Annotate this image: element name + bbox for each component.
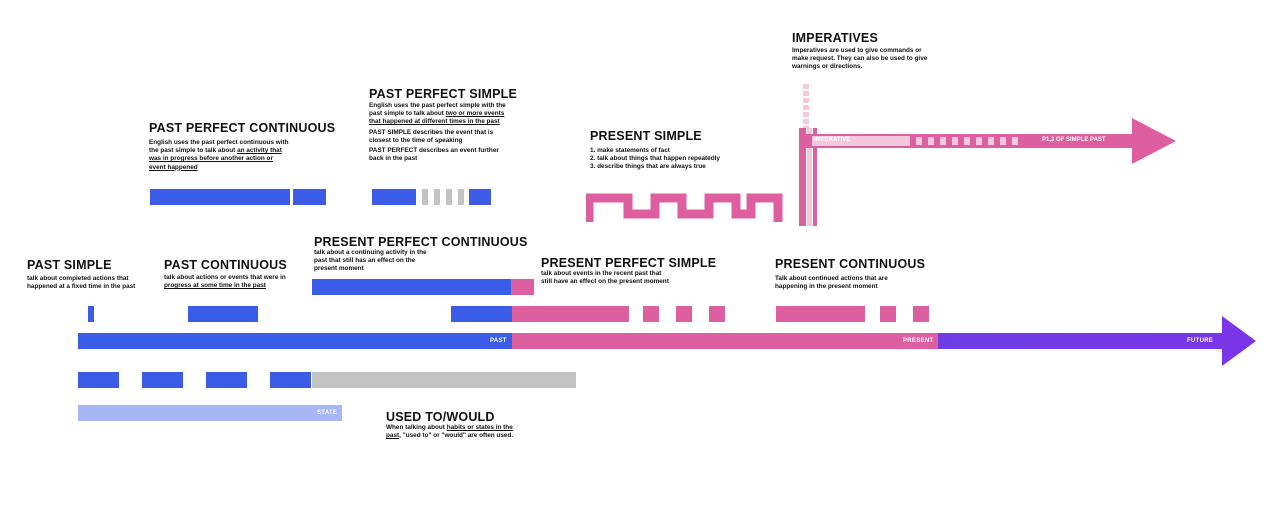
habit-bar-4 [270, 372, 311, 388]
pps-desc-line2: two or more events that happened at diff… [369, 110, 505, 126]
present-simple-wave [586, 193, 783, 222]
imperative-vertical-bar [799, 128, 806, 226]
present-perfect-continuous-title: PRESENT PERFECT CONTINUOUS [314, 235, 528, 249]
past-perfect-simple-title: PAST PERFECT SIMPLE [369, 87, 518, 101]
ppc-bar-short [293, 189, 326, 205]
past-continuous-bar [188, 306, 258, 322]
past-simple-bar [88, 306, 94, 322]
pps-gap-dash-1 [422, 189, 428, 205]
pps-desc-line4: PAST PERFECT describes an event further … [369, 147, 499, 163]
past-continuous-title: PAST CONTINUOUS [164, 258, 287, 272]
imperative-inner-line [813, 128, 817, 226]
present-simple-list: make statements of fact talk about thing… [590, 147, 750, 172]
past-perfect-simple-desc: English uses the past perfect simple wit… [369, 102, 507, 165]
present-simple-item: talk about things that happen repeatedly [590, 155, 750, 163]
prps-dash-2 [676, 306, 692, 322]
timeline-arrow-head [1222, 316, 1256, 366]
utw-desc-line3: , "used to" or "would" are often used. [399, 432, 514, 440]
imperative-label: IMPERATIVE [814, 137, 851, 143]
utw-desc-line1: When talking about [386, 424, 445, 431]
imperative-inner-riser [807, 128, 812, 226]
prps-dash-1 [643, 306, 659, 322]
past-perfect-continuous-desc: English uses the past perfect continuous… [149, 139, 289, 172]
present-simple-item: describe things that are always true [590, 163, 750, 171]
habit-gray-bar [312, 372, 576, 388]
past-simple-desc: talk about completed actions that happen… [27, 275, 136, 291]
present-perfect-simple-title: PRESENT PERFECT SIMPLE [541, 256, 717, 270]
used-to-would-desc: When talking about habits or states in t… [386, 424, 514, 440]
prpc-bar-past [312, 279, 511, 295]
imperative-dotted-segment [916, 137, 1020, 145]
past-simple-title: PAST SIMPLE [27, 258, 112, 272]
present-perfect-simple-desc: talk about events in the recent past tha… [541, 270, 669, 286]
pps-bar-left [372, 189, 416, 205]
present-axis-label: PRESENT [903, 338, 934, 344]
pps-gap-dash-4 [458, 189, 464, 205]
past-continuous-desc-line2: progress at some time in the past [164, 282, 266, 290]
prps-dash-3 [709, 306, 725, 322]
imperative-light-segment [812, 136, 910, 146]
pps-desc-line1: English uses the past perfect simple wit… [369, 102, 506, 118]
past-perfect-continuous-title: PAST PERFECT CONTINUOUS [149, 121, 336, 135]
pps-desc-line3: PAST SIMPLE describes the event that is … [369, 128, 494, 144]
timeline-future-segment [938, 333, 1226, 349]
habit-bar-2 [142, 372, 183, 388]
past-continuous-desc: talk about actions or events that were i… [164, 274, 296, 290]
present-continuous-title: PRESENT CONTINUOUS [775, 257, 926, 271]
ppc-desc-line1: English uses the past perfect continuous… [149, 139, 289, 155]
imperative-arrow-head [1132, 118, 1176, 164]
past-axis-label: PAST [490, 338, 507, 344]
future-axis-label: FUTURE [1187, 338, 1214, 344]
pps-bar-right [469, 189, 491, 205]
utw-desc-line2: habits or states in the past [386, 424, 513, 440]
imperatives-title: IMPERATIVES [792, 31, 879, 45]
timeline-past-segment [78, 333, 512, 349]
habit-bar-3 [206, 372, 247, 388]
state-label: STATE [317, 410, 338, 416]
pps-gap-dash-2 [434, 189, 440, 205]
imperatives-desc: Imperatives are used to give commands or… [792, 47, 928, 71]
prc-dash-2 [913, 306, 929, 322]
habit-bar-1 [78, 372, 119, 388]
simple-past-label: P1,3 OF SIMPLE PAST [1042, 137, 1106, 143]
present-perfect-continuous-desc: talk about a continuing activity in the … [314, 249, 427, 273]
used-to-would-title: USED TO/WOULD [386, 410, 495, 424]
prps-bar-present [512, 306, 629, 322]
ppc-desc-line2: an activity that was in progress before … [149, 147, 282, 171]
pps-gap-dash-3 [446, 189, 452, 205]
state-bar [78, 405, 342, 421]
ppc-bar-long [150, 189, 290, 205]
timeline-present-segment [512, 333, 938, 349]
present-simple-title: PRESENT SIMPLE [590, 129, 702, 143]
past-continuous-desc-line1: talk about actions or events that were i… [164, 274, 286, 281]
imperative-dotted-riser [803, 84, 809, 128]
present-simple-item: make statements of fact [590, 147, 750, 155]
present-continuous-desc: Talk about continued actions that are ha… [775, 275, 888, 291]
prpc-bar-present [511, 279, 534, 295]
prc-dash-1 [880, 306, 896, 322]
prps-bar-past [451, 306, 512, 322]
prc-bar-main [776, 306, 865, 322]
